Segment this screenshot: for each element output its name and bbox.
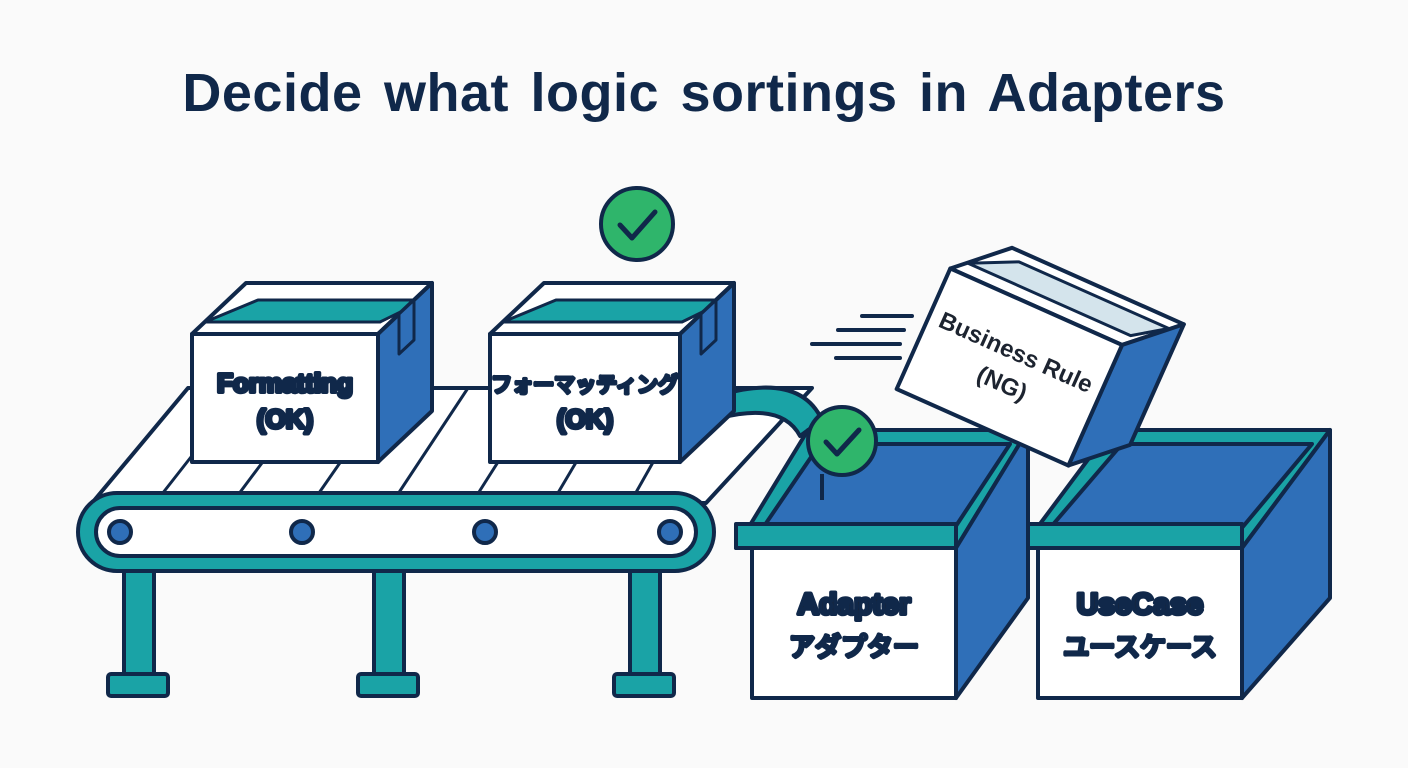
- roller: [657, 519, 683, 545]
- motion-lines: [810, 314, 914, 360]
- box-label-line2: (OK): [257, 404, 313, 434]
- box-label-line2: (OK): [557, 404, 613, 434]
- roller: [289, 519, 315, 545]
- conveyor-belt-side: [76, 491, 716, 573]
- box-formatting: Formatting (OK): [190, 281, 434, 464]
- box-business-rule: Business Rule (NG): [894, 245, 1186, 468]
- conveyor-legs: [106, 566, 676, 698]
- box-label-line1: Formatting: [217, 368, 353, 398]
- bin-label-en: Adapter: [797, 588, 911, 621]
- check-icon: [806, 405, 878, 500]
- check-icon: [599, 186, 675, 262]
- roller: [107, 519, 133, 545]
- bin-label-en: UseCase: [1077, 588, 1204, 621]
- bin-label-jp: ユースケース: [1063, 633, 1216, 663]
- box-label-line1: フォーマッティング: [491, 373, 679, 397]
- bin-usecase: UseCase ユースケース: [1020, 428, 1332, 700]
- bin-adapter: Adapter アダプター: [734, 428, 1030, 700]
- box-formatting-jp: フォーマッティング (OK): [488, 281, 736, 464]
- roller: [472, 519, 498, 545]
- bin-label-jp: アダプター: [789, 633, 919, 663]
- page-title: Decide what logic sortings in Adapters: [182, 63, 1226, 123]
